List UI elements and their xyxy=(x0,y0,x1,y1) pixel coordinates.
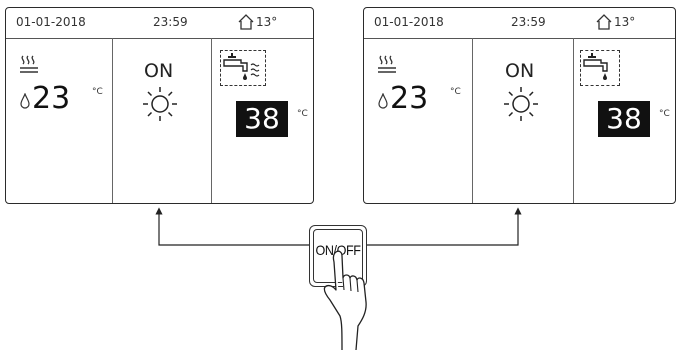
outdoor-temp-text: 13° xyxy=(614,15,636,29)
arrow-to-left-screen xyxy=(155,207,309,246)
on-off-label: ON/OFF xyxy=(315,242,361,258)
arrow-to-right-screen xyxy=(367,207,522,246)
tap-with-heat-waves-icon xyxy=(223,53,260,80)
panel-divider xyxy=(573,38,574,203)
pressing-hand-icon xyxy=(323,250,367,351)
panel-divider xyxy=(211,38,212,203)
dhw-temp-highlight: 38 xyxy=(236,101,288,137)
controller-screen-right: 01-01-2018 23:59 13° 23 °C ON xyxy=(363,7,676,204)
setpoint-temp: 23 xyxy=(390,81,429,116)
on-off-button-face[interactable] xyxy=(313,229,363,283)
controller-screen-left: 01-01-2018 23:59 13° 23 °C ON xyxy=(5,7,314,204)
panel-divider xyxy=(112,38,113,203)
dhw-temp-highlight: 38 xyxy=(598,101,650,137)
house-icon xyxy=(238,14,254,30)
sun-icon xyxy=(504,87,538,121)
setpoint-temp: 23 xyxy=(32,81,71,116)
house-icon xyxy=(596,14,612,30)
temp-unit: °C xyxy=(92,87,103,97)
panel-divider xyxy=(472,38,473,203)
water-drop-icon xyxy=(20,93,30,109)
time-text: 23:59 xyxy=(153,15,188,29)
water-drop-icon xyxy=(378,93,388,109)
date-text: 01-01-2018 xyxy=(16,15,86,29)
time-text: 23:59 xyxy=(511,15,546,29)
outdoor-temp-text: 13° xyxy=(256,15,278,29)
on-state-label: ON xyxy=(505,60,535,82)
dhw-icon-frame xyxy=(580,50,620,86)
status-bar: 01-01-2018 23:59 13° xyxy=(6,8,313,39)
sun-icon xyxy=(143,87,177,121)
dhw-temp-unit: °C xyxy=(659,109,670,119)
dhw-temp-unit: °C xyxy=(297,109,308,119)
tap-icon xyxy=(583,53,608,80)
temp-unit: °C xyxy=(450,87,461,97)
status-bar: 01-01-2018 23:59 13° xyxy=(364,8,675,39)
dhw-icon-frame xyxy=(220,50,266,86)
date-text: 01-01-2018 xyxy=(374,15,444,29)
floor-heating-icon xyxy=(378,55,396,73)
on-state-label: ON xyxy=(144,60,174,82)
floor-heating-icon xyxy=(20,55,38,73)
